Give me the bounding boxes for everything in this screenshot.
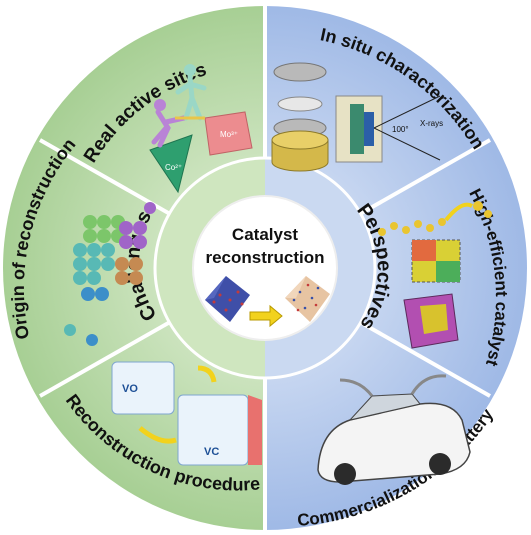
car-door-icon: [339, 378, 374, 397]
blue-spheres-icon: [81, 287, 109, 301]
cell-cap-icon: [273, 62, 327, 82]
mo-square-icon: [204, 111, 253, 156]
vo-label: VO: [122, 383, 138, 395]
right-outer-half: [265, 6, 527, 530]
procedure-arrow-icon: [138, 426, 177, 444]
vc-label: VC: [204, 446, 219, 458]
procedure-illustration: VO VC: [111, 361, 262, 466]
catalyst-illustration: [378, 201, 492, 349]
center-title-line1: Catalyst: [232, 225, 298, 244]
center-title-line2: reconstruction: [205, 248, 324, 267]
mo-label: Mo³⁺: [220, 130, 238, 139]
procedure-arrow-top-icon: [197, 365, 217, 383]
car-illustration: [317, 374, 471, 485]
car-wheel-front-icon: [334, 463, 356, 485]
transform-arrow-icon: [249, 304, 283, 328]
xrays-label: X-rays: [420, 119, 443, 128]
catalyst-arrow-icon: [444, 202, 474, 222]
angle-label: 100°: [392, 125, 409, 134]
car-wheel-rear-icon: [429, 453, 451, 475]
co-label: Co²⁺: [165, 163, 182, 172]
molecule-chain-icon: [378, 201, 492, 236]
cyan-spheres-icon: [73, 243, 115, 285]
co-triangle-icon: [149, 134, 193, 194]
sphere-lattice-illustration: [64, 202, 156, 346]
brown-spheres-icon: [115, 257, 143, 285]
active-sites-illustration: Co²⁺ Mo³⁺: [149, 64, 253, 194]
in-situ-cell-illustration: 100° X-rays: [271, 62, 443, 172]
octahedron-before-icon: [205, 276, 250, 322]
octahedron-after-icon: [285, 276, 330, 322]
green-spheres-icon: [83, 215, 125, 243]
figure-standing-icon: [175, 64, 207, 121]
center-hub: Catalyst reconstruction: [192, 195, 338, 341]
purple-spheres-icon: [119, 221, 147, 249]
vo-panel: [111, 361, 175, 415]
